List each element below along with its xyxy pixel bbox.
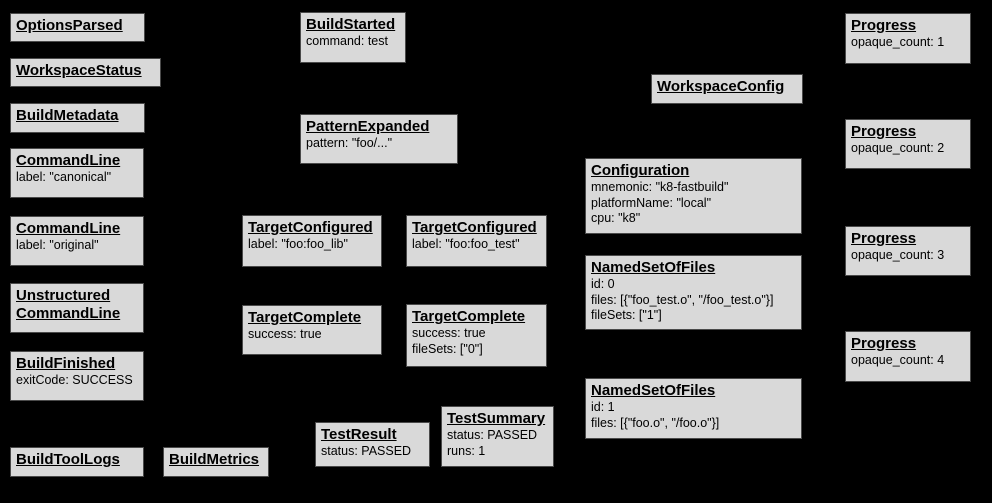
node-target-configured-foo-test: TargetConfigured label: "foo:foo_test" (406, 215, 547, 267)
node-attribute: label: "original" (16, 238, 99, 252)
node-build-tool-logs: BuildToolLogs (10, 447, 144, 477)
node-title: Progress (851, 17, 917, 34)
node-title: WorkspaceConfig (657, 78, 785, 95)
node-title: BuildMetadata (16, 107, 119, 124)
node-command-line-canonical: CommandLine label: "canonical" (10, 148, 144, 198)
node-target-complete-foo-test: TargetComplete success: true fileSets: [… (406, 304, 547, 367)
node-attribute: success: true (412, 326, 486, 340)
node-attribute: pattern: "foo/..." (306, 136, 393, 150)
node-attribute: cpu: "k8" (591, 211, 641, 225)
node-attribute: status: PASSED (447, 428, 538, 442)
node-attribute: label: "foo:foo_lib" (248, 237, 348, 251)
node-attribute: opaque_count: 4 (851, 353, 945, 367)
node-title: WorkspaceStatus (16, 62, 142, 79)
node-title: TargetConfigured (248, 219, 373, 236)
node-attribute: files: [{"foo.o", "/foo.o"}] (591, 415, 720, 430)
node-attribute: mnemonic: "k8-fastbuild" (591, 180, 729, 194)
node-build-metrics: BuildMetrics (163, 447, 269, 477)
node-title: PatternExpanded (306, 118, 430, 135)
node-attribute: files: [{"foo_test.o", "/foo_test.o"}] (591, 292, 774, 307)
node-pattern-expanded: PatternExpanded pattern: "foo/..." (300, 114, 458, 164)
node-progress-1: Progress opaque_count: 1 (845, 13, 971, 64)
node-title: Unstructured CommandLine (16, 287, 121, 322)
node-attribute: label: "canonical" (16, 170, 112, 184)
node-attribute: fileSets: ["0"] (412, 341, 483, 356)
node-unstructured-command-line: Unstructured CommandLine (10, 283, 144, 333)
node-options-parsed: OptionsParsed (10, 13, 145, 42)
node-title: Progress (851, 335, 917, 352)
node-progress-2: Progress opaque_count: 2 (845, 119, 971, 169)
node-progress-4: Progress opaque_count: 4 (845, 331, 971, 382)
node-attribute: opaque_count: 3 (851, 248, 945, 262)
node-progress-3: Progress opaque_count: 3 (845, 226, 971, 276)
node-attribute: success: true (248, 327, 322, 341)
node-title: CommandLine (16, 152, 121, 169)
node-title: CommandLine (16, 220, 121, 237)
node-named-set-of-files-0: NamedSetOfFiles id: 0 files: [{"foo_test… (585, 255, 802, 330)
node-title: OptionsParsed (16, 17, 123, 34)
node-title: TestResult (321, 426, 397, 443)
node-title: TargetComplete (412, 308, 526, 325)
node-attribute: platformName: "local" (591, 195, 712, 210)
node-title: Configuration (591, 162, 690, 179)
node-title: TargetComplete (248, 309, 362, 326)
node-configuration: Configuration mnemonic: "k8-fastbuild" p… (585, 158, 802, 234)
node-title: BuildToolLogs (16, 451, 120, 468)
node-build-metadata: BuildMetadata (10, 103, 145, 133)
node-build-started: BuildStarted command: test (300, 12, 406, 63)
node-named-set-of-files-1: NamedSetOfFiles id: 1 files: [{"foo.o", … (585, 378, 802, 439)
node-attribute: status: PASSED (321, 444, 412, 458)
node-title: BuildStarted (306, 16, 396, 33)
node-title: BuildFinished (16, 355, 116, 372)
node-title: TestSummary (447, 410, 546, 427)
node-title: Progress (851, 230, 917, 247)
node-test-summary: TestSummary status: PASSED runs: 1 (441, 406, 554, 467)
node-attribute: fileSets: ["1"] (591, 308, 662, 322)
node-command-line-original: CommandLine label: "original" (10, 216, 144, 266)
node-attribute: runs: 1 (447, 443, 486, 458)
node-test-result: TestResult status: PASSED (315, 422, 430, 467)
node-title: NamedSetOfFiles (591, 259, 716, 276)
node-attribute: id: 0 (591, 277, 615, 291)
node-attribute: opaque_count: 2 (851, 141, 945, 155)
node-attribute: command: test (306, 34, 388, 48)
node-title: Progress (851, 123, 917, 140)
node-target-configured-foo-lib: TargetConfigured label: "foo:foo_lib" (242, 215, 382, 267)
node-workspace-config: WorkspaceConfig (651, 74, 803, 104)
node-target-complete-foo-lib: TargetComplete success: true (242, 305, 382, 355)
node-attribute: id: 1 (591, 400, 615, 414)
node-workspace-status: WorkspaceStatus (10, 58, 161, 87)
node-attribute: opaque_count: 1 (851, 35, 945, 49)
node-title: NamedSetOfFiles (591, 382, 716, 399)
node-title: TargetConfigured (412, 219, 537, 236)
node-attribute: label: "foo:foo_test" (412, 237, 520, 251)
node-attribute: exitCode: SUCCESS (16, 373, 133, 387)
node-build-finished: BuildFinished exitCode: SUCCESS (10, 351, 144, 401)
node-title: BuildMetrics (169, 451, 260, 468)
